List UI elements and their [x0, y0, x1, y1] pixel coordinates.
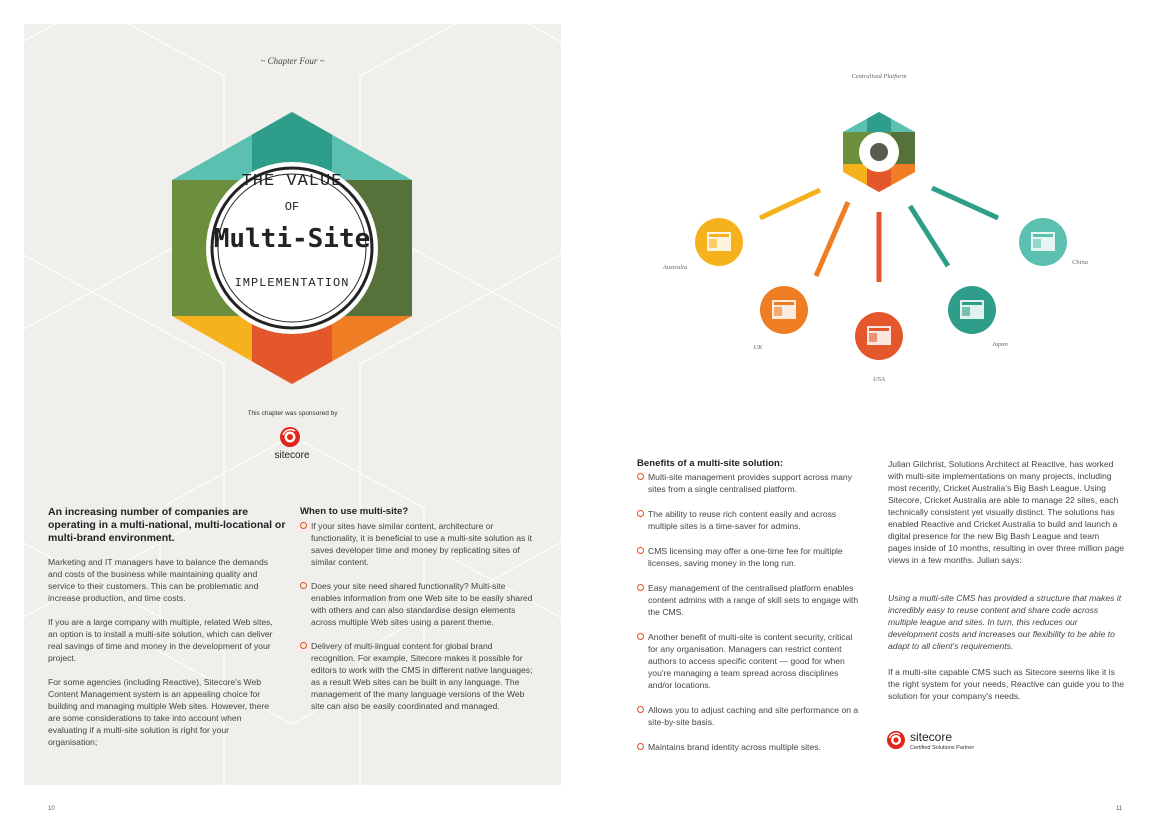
- when-bullet-list: If your sites have similar content, arch…: [300, 520, 536, 724]
- bullet-circle-icon: [637, 743, 644, 750]
- bullet-circle-icon: [637, 510, 644, 517]
- when-bullet: Does your site need shared functionality…: [300, 580, 536, 628]
- bullet-circle-icon: [637, 706, 644, 713]
- benefits-bullet-list: Multi-site management provides support a…: [637, 471, 861, 766]
- benefit-bullet: The ability to reuse rich content easily…: [637, 508, 861, 532]
- benefit-bullet: Maintains brand identity across multiple…: [637, 741, 861, 753]
- badge-line-2: OF: [284, 200, 300, 214]
- sitecore-logo-icon: [280, 427, 300, 447]
- chapter-label: ~ Chapter Four ~: [260, 56, 325, 66]
- bullet-circle-icon: [300, 582, 307, 589]
- sponsor-text: This chapter was sponsored by: [247, 410, 338, 417]
- when-heading: When to use multi-site?: [300, 506, 409, 517]
- node-uk-icon: [760, 286, 808, 334]
- benefit-bullet: Allows you to adjust caching and site pe…: [637, 704, 861, 728]
- benefit-bullet: Easy management of the centralised platf…: [637, 582, 861, 618]
- when-bullet: If your sites have similar content, arch…: [300, 520, 536, 568]
- sitecore-partner-logo-icon: [887, 731, 905, 749]
- bullet-circle-icon: [300, 522, 307, 529]
- benefit-bullet: CMS licensing may offer a one-time fee f…: [637, 545, 861, 569]
- closing-paragraph: If a multi-site capable CMS such as Site…: [888, 667, 1124, 701]
- left-page-panel: ~ Chapter Four ~ THE VALUE OF Multi-Site…: [24, 24, 561, 785]
- when-bullet: Delivery of multi-lingual content for gl…: [300, 640, 536, 712]
- australia-label: Australia: [662, 264, 688, 271]
- julian-quote: Using a multi-site CMS has provided a st…: [888, 593, 1122, 651]
- multi-site-hexagon-graphic: [172, 112, 412, 384]
- sponsor-logo-text: sitecore: [274, 450, 310, 461]
- benefit-bullet: Another benefit of multi-site is content…: [637, 631, 861, 691]
- node-australia-icon: [695, 218, 743, 266]
- node-japan-icon: [948, 286, 996, 334]
- usa-label: USA: [873, 376, 885, 383]
- badge-line-4: IMPLEMENTATION: [234, 276, 350, 290]
- intro-lede: An increasing number of companies are op…: [48, 506, 286, 544]
- benefits-heading: Benefits of a multi-site solution:: [637, 458, 784, 469]
- page-number-right: 11: [1116, 806, 1123, 812]
- centralised-platform-label: Centralised Platform: [851, 73, 907, 80]
- multi-site-network-diagram: [695, 112, 1067, 360]
- badge-line-3: Multi-Site: [213, 224, 371, 254]
- paragraph-3: For some agencies (including Reactive), …: [48, 677, 270, 747]
- bullet-circle-icon: [637, 584, 644, 591]
- node-china-icon: [1019, 218, 1067, 266]
- china-label: China: [1072, 259, 1088, 266]
- page-number-left: 10: [48, 806, 55, 812]
- hexagon-background-pattern: [24, 24, 561, 785]
- bullet-circle-icon: [637, 547, 644, 554]
- paragraph-2: If you are a large company with multiple…: [48, 617, 273, 663]
- julian-paragraph: Julian Gilchrist, Solutions Architect at…: [888, 459, 1124, 565]
- bullet-circle-icon: [637, 633, 644, 640]
- badge-line-1: THE VALUE: [241, 172, 343, 191]
- node-usa-icon: [855, 312, 903, 360]
- bullet-circle-icon: [300, 642, 307, 649]
- central-platform-icon: [843, 112, 915, 192]
- partner-caption: Certified Solutions Partner: [910, 745, 975, 751]
- benefit-bullet: Multi-site management provides support a…: [637, 471, 861, 495]
- partner-logo-text: sitecore: [910, 730, 953, 744]
- paragraph-1: Marketing and IT managers have to balanc…: [48, 557, 269, 603]
- japan-label: Japan: [992, 341, 1008, 348]
- bullet-circle-icon: [637, 473, 644, 480]
- uk-label: UK: [753, 344, 763, 351]
